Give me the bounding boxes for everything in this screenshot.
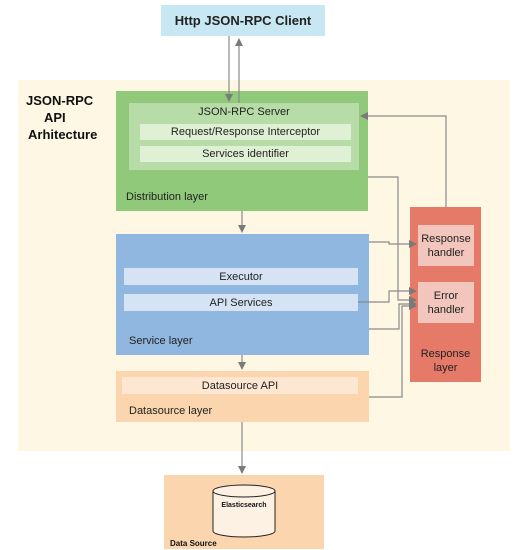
arrow-api-services-to-error-handler [358, 287, 417, 303]
arrow-service-to-error-handler [369, 300, 417, 330]
arrow-distribution-to-error-handler [368, 176, 417, 304]
response-handler-box: Response handler [418, 225, 474, 266]
architecture-title-line: Arhitecture [28, 127, 98, 142]
client-box: Http JSON-RPC Client [161, 5, 325, 36]
arrow-service-to-response-handler [369, 240, 417, 248]
json-rpc-server-title: JSON-RPC Server [198, 106, 290, 118]
executor-box: Executor [124, 268, 358, 285]
arrow-response-to-server [360, 112, 447, 207]
architecture-title-line: API [44, 110, 66, 125]
data-source-label: Data Source [170, 539, 217, 548]
datasource-layer-label: Datasource layer [129, 405, 213, 417]
error-handler-box: Error handler [418, 282, 474, 323]
response-layer-label-line: Response [420, 348, 471, 360]
service-layer-label: Service layer [129, 335, 193, 347]
architecture-title-line: JSON-RPC [26, 93, 94, 108]
database-icon [212, 484, 276, 538]
response-layer-label-line: layer [433, 362, 458, 374]
services-identifier-box: Services identifier [140, 146, 351, 162]
response-layer-label: Response layer [410, 347, 481, 375]
elasticsearch-label: Elasticsearch [221, 502, 267, 509]
api-services-box: API Services [124, 294, 358, 311]
architecture-title: JSON-RPC API Arhitecture [26, 92, 112, 143]
datasource-api-box: Datasource API [122, 377, 358, 394]
distribution-layer-label: Distribution layer [126, 191, 208, 203]
interceptor-box: Request/Response Interceptor [140, 124, 351, 140]
arrow-datasource-to-error-handler [369, 302, 417, 398]
